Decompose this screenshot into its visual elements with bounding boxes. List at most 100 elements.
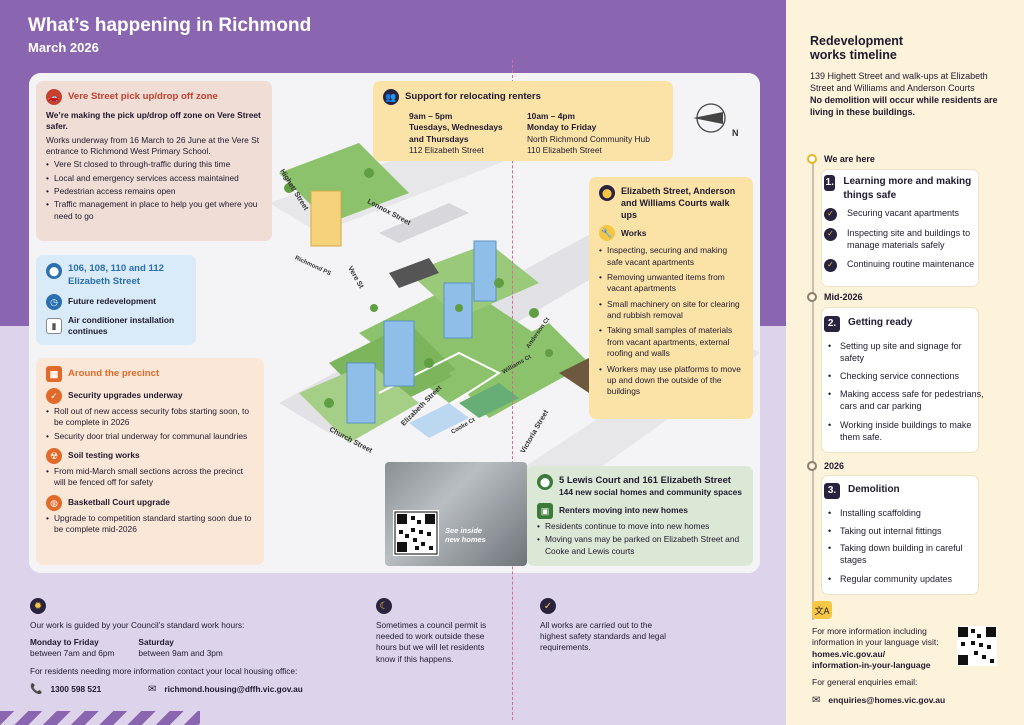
envelope-icon: ✉ (812, 695, 821, 706)
task-text: Continuing routine maintenance (847, 259, 975, 269)
phase-1-box (822, 170, 978, 286)
phase-2-title: 2. Getting ready (824, 316, 974, 332)
phone-icon: 📞 (30, 684, 43, 695)
list-item: Pedestrian access remains open (46, 186, 262, 198)
clock-icon: ◷ (46, 293, 62, 310)
list-item: Workers may use platforms to move up and… (599, 364, 743, 398)
support-days: Tuesdays, Wednesdays and Thursdays (409, 122, 503, 144)
timeline-title-line: works timeline (810, 48, 897, 63)
precinct-s3-list: Upgrade to competition standard starting… (46, 513, 254, 536)
buildings-icon: ▦ (46, 366, 62, 382)
phone-number[interactable]: 1300 598 521 (50, 684, 102, 695)
task-item: Regular community updates (828, 574, 978, 586)
e106-title: 106, 108, 110 and 112 Elizabeth Street (68, 263, 165, 287)
list-item: Moving vans may be parked on Elizabeth S… (537, 534, 743, 557)
location-pin-icon: ⬤ (537, 474, 553, 490)
support-title: Support for relocating renters (405, 90, 541, 102)
qr-code-language[interactable] (957, 626, 997, 666)
precinct-s2-title: Soil testing works (68, 450, 140, 461)
timeline-intro: 139 Highett Street and walk-ups at Eliza… (810, 70, 1010, 119)
timeline-line (812, 160, 814, 620)
list-item: Upgrade to competition standard starting… (46, 513, 254, 536)
translate-icon: 文A (812, 601, 832, 619)
precinct-s2-list: From mid-March small sections across the… (46, 466, 254, 489)
support-days: Monday to Friday (527, 122, 597, 133)
sidebar-email-contact[interactable]: ✉ enquiries@homes.vic.gov.au (812, 694, 945, 708)
we-are-here-label: We are here (824, 154, 875, 164)
photo-caption: See inside new homes (445, 526, 486, 544)
contact-text: For residents needing more information c… (30, 665, 298, 676)
support-card: 👥 Support for relocating renters 9am – 5p… (373, 81, 673, 161)
vere-body: Works underway from 16 March to 26 June … (46, 134, 260, 157)
precinct-card: ▦ Around the precinct ✓ Security upgrades… (36, 358, 264, 565)
list-item: Removing unwanted items from vacant apar… (599, 272, 743, 295)
vere-street-card: 🚗Vere Street pick up/drop off zone We’re… (36, 81, 272, 241)
qr-code-new-homes[interactable] (393, 510, 439, 556)
list-item: Roll out of new access security fobs sta… (46, 406, 254, 429)
lewis-sub: 144 new social homes and community space… (559, 486, 742, 497)
vere-lead: We’re making the pick up/drop off zone o… (46, 110, 261, 132)
work-hours-block: Our work is guided by your Council’s sta… (30, 620, 350, 677)
task-item: ✓ Continuing routine maintenance (824, 259, 984, 272)
page-subtitle: March 2026 (28, 40, 99, 55)
location-pin-icon: ⬤ (46, 263, 62, 279)
phase-1-title: 1.Learning more and making things safe (824, 175, 974, 202)
info-url[interactable]: information-in-your-language (812, 660, 931, 671)
task-item: Working inside buildings to make them sa… (828, 420, 988, 443)
elizabeth-title: Elizabeth Street, Anderson and Williams … (621, 186, 736, 221)
info-url[interactable]: homes.vic.gov.au/ (812, 648, 886, 659)
support-col-1: 9am – 5pm Tuesdays, Wednesdays and Thurs… (409, 111, 517, 156)
task-item: Taking out internal fittings (828, 526, 978, 538)
lewis-list: Residents continue to move into new home… (537, 521, 743, 557)
list-item: Traffic management in place to help you … (46, 199, 262, 222)
support-address: 110 Elizabeth Street (527, 145, 602, 156)
phase-title-text: Getting ready (848, 317, 913, 328)
elizabeth-list: Inspecting, securing and making safe vac… (599, 245, 743, 397)
email-contact[interactable]: ✉ richmond.housing@dffh.vic.gov.au (148, 683, 303, 697)
phone-contact[interactable]: 📞 1300 598 521 (30, 683, 101, 697)
info-block: For more information including informati… (812, 626, 952, 672)
phase-number: 3. (824, 483, 840, 499)
people-icon: 👥 (383, 89, 399, 105)
shield-icon: ✓ (46, 388, 62, 404)
phase-title-text: Demolition (848, 484, 900, 495)
work-hours-guide: Our work is guided by your Council’s sta… (30, 620, 245, 630)
elizabeth-106-card: ⬤ 106, 108, 110 and 112 Elizabeth Street… (36, 255, 196, 345)
location-pin-icon: ⬤ (599, 185, 615, 201)
list-item: Local and emergency services access main… (46, 173, 262, 185)
check-circle-icon: ✓ (824, 228, 837, 241)
list-item: Residents continue to move into new home… (537, 521, 743, 533)
timeline-title-line: Redevelopment (810, 34, 904, 48)
task-item: ✓Inspecting site and buildings to manage… (824, 228, 984, 251)
tools-icon: 🔧 (599, 225, 615, 242)
precinct-title: Around the precinct (68, 367, 160, 379)
basketball-icon: ◍ (46, 494, 62, 511)
year-2026-label: 2026 (824, 461, 845, 471)
support-place: North Richmond Community Hub (527, 133, 650, 144)
check-icon: ✓ (540, 598, 556, 614)
intro-text: 139 Highett Street and walk-ups at Eliza… (810, 71, 988, 94)
phase-number: 1. (824, 175, 836, 191)
list-item: Taking small samples of materials from v… (599, 325, 743, 359)
lewis-label: Renters moving into new homes (559, 505, 688, 516)
timeline-dot-now (807, 154, 817, 164)
weekday-hours: between 7am and 6pm (30, 648, 115, 659)
air-conditioner-icon: ▮ (46, 318, 62, 335)
phase-number: 2. (824, 316, 840, 332)
precinct-s1-title: Security upgrades underway (68, 390, 183, 401)
list-item: Inspecting, securing and making safe vac… (599, 245, 743, 268)
list-item: Security door trial underway for communa… (46, 431, 254, 443)
envelope-icon: ✉ (148, 684, 157, 695)
sidebar-email-link[interactable]: enquiries@homes.vic.gov.au (828, 695, 946, 706)
email-link[interactable]: richmond.housing@dffh.vic.gov.au (164, 684, 303, 695)
vere-list: Vere St closed to through-traffic during… (46, 159, 262, 222)
task-item: Checking service connections (828, 371, 978, 383)
mid-2026-label: Mid-2026 (824, 292, 863, 302)
general-enquiries-text: For general enquiries email: (812, 677, 918, 687)
moon-icon: ☾ (376, 598, 392, 614)
fold-line (512, 60, 513, 720)
weekday-label: Monday to Friday (30, 637, 99, 648)
permit-text: Sometimes a council permit is needed to … (376, 620, 487, 664)
check-circle-icon: ✓ (824, 259, 837, 272)
compass-north: N (732, 128, 739, 138)
